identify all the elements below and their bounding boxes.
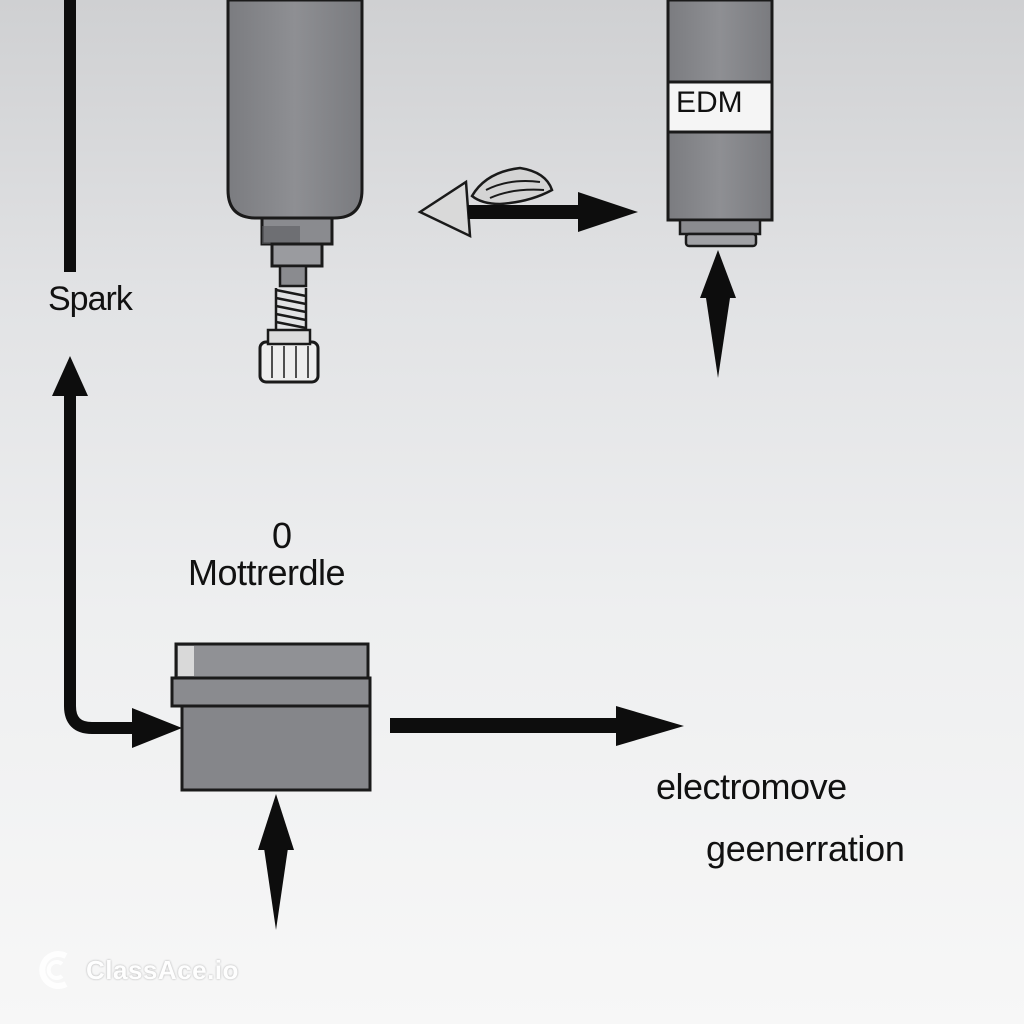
watermark-text: ClassAce.io	[86, 954, 239, 985]
left-top-line	[64, 0, 76, 272]
watermark-icon-spacer	[36, 950, 76, 990]
edm-label-plate	[666, 80, 774, 134]
motor-label: Mottrerdle	[188, 552, 346, 593]
output-arrow	[390, 706, 684, 746]
edm-vertical-arrow	[700, 250, 736, 378]
zero-label: 0	[272, 515, 293, 556]
electromove-label: electromove	[656, 766, 847, 807]
chip-icon	[470, 166, 554, 206]
spark-label: Spark	[48, 280, 133, 318]
spindle-body	[226, 0, 364, 220]
motor-body	[180, 704, 372, 792]
spindle-nut	[270, 242, 324, 268]
motor-middle-band	[170, 676, 372, 708]
spindle-assembly	[226, 0, 364, 384]
spring-icon	[274, 288, 308, 330]
edm-electrode	[666, 0, 774, 248]
edm-nozzle	[678, 218, 762, 236]
motor-block	[170, 642, 372, 792]
watermark: ClassAce.io	[36, 950, 239, 990]
return-path-arrow	[52, 356, 182, 748]
spark-arrow	[417, 166, 638, 239]
classace-logo-icon	[39, 951, 68, 989]
spark-debris-icon	[417, 179, 472, 239]
motor-vertical-arrow	[258, 794, 294, 930]
edm-label: EDM	[676, 86, 743, 119]
motor-top-plate	[174, 642, 370, 680]
tool-tip	[258, 340, 320, 384]
generation-label: geenerration	[706, 828, 905, 869]
spindle-shaft	[278, 264, 308, 288]
